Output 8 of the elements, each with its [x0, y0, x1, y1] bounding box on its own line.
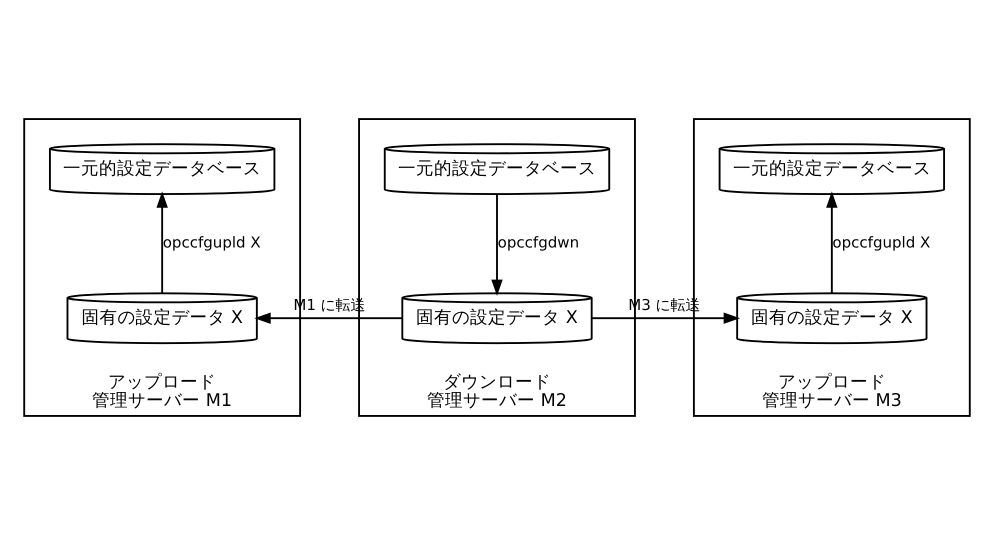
arrow [156, 190, 168, 293]
edge-label: opccfgupld X [832, 233, 930, 252]
arrow [592, 312, 740, 324]
edge-label: opccfgdwn [497, 233, 579, 252]
arrow [490, 194, 502, 296]
arrow [826, 190, 838, 293]
edge-label: opccfgupld X [162, 233, 260, 252]
arrow [254, 312, 402, 324]
